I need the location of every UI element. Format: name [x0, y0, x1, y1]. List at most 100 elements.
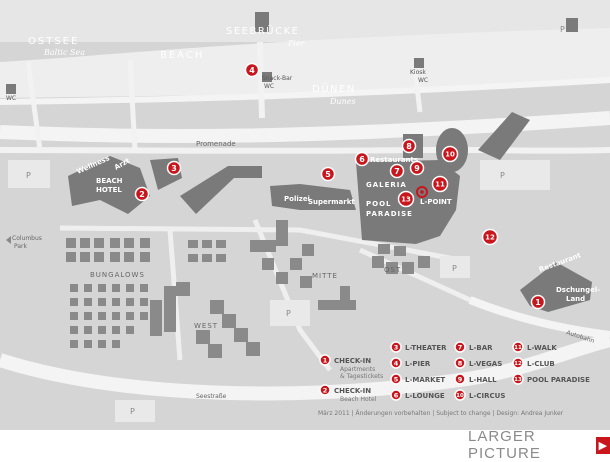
legend-marker-6-number: 6	[394, 391, 399, 399]
polizei-label: Polizei	[284, 195, 310, 203]
map-marker-1-circle	[530, 294, 546, 310]
legend-marker-2[interactable]: 2	[319, 384, 331, 396]
map-marker-4-circle	[244, 62, 260, 78]
parking-6: P	[560, 25, 565, 34]
parking-5: P	[130, 407, 135, 416]
legend-marker-4[interactable]: 4	[390, 357, 402, 369]
kiosk-wc-label: WC	[418, 77, 428, 84]
map-marker-8[interactable]: 8	[401, 138, 417, 154]
path-1	[25, 61, 43, 151]
lpoint-label: L-POINT	[420, 198, 452, 206]
legend-marker-8[interactable]: 8	[454, 357, 466, 369]
legend-marker-13[interactable]: 13	[512, 373, 524, 385]
legend-marker-8-circle	[454, 357, 466, 369]
map-marker-4[interactable]: 4	[244, 62, 260, 78]
legend-marker-2-circle	[319, 384, 331, 396]
lpoint-icon-dot	[420, 190, 424, 194]
bungalows-label: BUNGALOWS	[90, 271, 145, 279]
map-marker-5[interactable]: 5	[320, 166, 336, 182]
legend-marker-3[interactable]: 3	[390, 341, 402, 353]
legend-marker-1-circle	[319, 354, 331, 366]
map-marker-3-number: 3	[171, 164, 177, 173]
sea-label: OSTSEE	[28, 36, 79, 47]
map-marker-2-number: 2	[139, 190, 145, 199]
legend-marker-7-number: 7	[458, 343, 463, 351]
legend-marker-9[interactable]: 9	[454, 373, 466, 385]
map-marker-12-circle	[481, 228, 499, 246]
map-marker-1-number: 1	[535, 298, 541, 307]
restaurants-label: Restaurants	[370, 156, 418, 164]
mitte-label: MITTE	[312, 272, 338, 280]
map-marker-6[interactable]: 6	[354, 151, 370, 167]
legend-hotel-line1: Beach Hotel	[340, 396, 377, 403]
map-marker-10[interactable]: 10	[441, 145, 459, 163]
kiosk-label: Kiosk	[410, 69, 426, 76]
path-4	[412, 69, 423, 113]
map-marker-11[interactable]: 11	[431, 175, 449, 193]
legend-marker-5[interactable]: 5	[390, 373, 402, 385]
legend-marker-6-circle	[390, 389, 402, 401]
pier-deck	[566, 18, 578, 32]
west-area	[150, 282, 260, 358]
legend-label-3: L-THEATER	[405, 344, 447, 352]
legend-marker-13-circle	[512, 373, 524, 385]
map-marker-7[interactable]: 7	[389, 163, 405, 179]
east-building	[478, 112, 530, 160]
arrow-right-icon: ▶	[595, 436, 610, 454]
ost-area	[372, 244, 430, 274]
legend-marker-12[interactable]: 12	[512, 357, 524, 369]
map-marker-2-circle	[134, 186, 150, 202]
legend-marker-1-number: 1	[323, 356, 328, 364]
inner-path-3	[252, 219, 332, 372]
main-road	[0, 146, 610, 154]
legend-marker-1[interactable]: 1	[319, 354, 331, 366]
map-marker-13[interactable]: 13	[397, 190, 415, 208]
legend-marker-10[interactable]: 10	[454, 389, 466, 401]
seestrasse-label: Seestraße	[196, 393, 227, 400]
dschungel-label-1: Dschungel-	[556, 286, 600, 294]
legend: März 2011 | Änderungen vorbehalten | Sub…	[318, 341, 590, 417]
legend-label-12: L-CLUB	[527, 360, 555, 368]
promenade-road	[0, 111, 610, 143]
galeria-label: GALERIA	[366, 181, 407, 189]
larger-picture-label: LARGER PICTURE	[468, 428, 541, 462]
wc-left-building	[6, 84, 16, 94]
legend-marker-6[interactable]: 6	[390, 389, 402, 401]
map-marker-9-number: 9	[414, 164, 420, 173]
dunes-subtitle: Dunes	[329, 97, 356, 106]
parking-3: P	[500, 171, 505, 180]
legend-marker-11[interactable]: 11	[512, 341, 524, 353]
map-marker-11-number: 11	[435, 181, 445, 189]
map-marker-7-circle	[389, 163, 405, 179]
legend-checkin-line1: Apartments	[340, 366, 375, 373]
pier-subtitle: Pier	[287, 39, 306, 48]
parking-4: P	[286, 309, 291, 318]
map-marker-3[interactable]: 3	[166, 160, 182, 176]
map-marker-6-circle	[354, 151, 370, 167]
map-marker-1[interactable]: 1	[530, 294, 546, 310]
legend-label-10: L-CIRCUS	[469, 392, 505, 400]
map-marker-9[interactable]: 9	[409, 160, 425, 176]
center-building-right	[270, 184, 356, 210]
ost-label: OST	[384, 266, 401, 274]
snackbar-label: Snack-Bar	[262, 75, 293, 82]
map-marker-12[interactable]: 12	[481, 228, 499, 246]
sea-subtitle: Baltic Sea	[43, 48, 85, 57]
kiosk-building	[414, 58, 424, 68]
map-marker-6-number: 6	[359, 155, 365, 164]
legend-marker-7-circle	[454, 341, 466, 353]
map-marker-9-circle	[409, 160, 425, 176]
legend-hotel-title: CHECK-IN	[334, 387, 371, 395]
autobahn-road	[468, 296, 610, 339]
legend-marker-8-number: 8	[458, 359, 463, 367]
legend-label-9: L-HALL	[469, 376, 497, 384]
map-marker-3-circle	[166, 160, 182, 176]
map-marker-2[interactable]: 2	[134, 186, 150, 202]
legend-marker-10-circle	[454, 389, 466, 401]
larger-picture-button[interactable]: LARGER PICTURE ▶	[468, 428, 610, 462]
beach-hotel-label-1: BEACH	[96, 177, 123, 185]
pool-paradise-label-1: POOL	[366, 200, 392, 208]
legend-marker-7[interactable]: 7	[454, 341, 466, 353]
parking-lot-4	[270, 300, 310, 326]
